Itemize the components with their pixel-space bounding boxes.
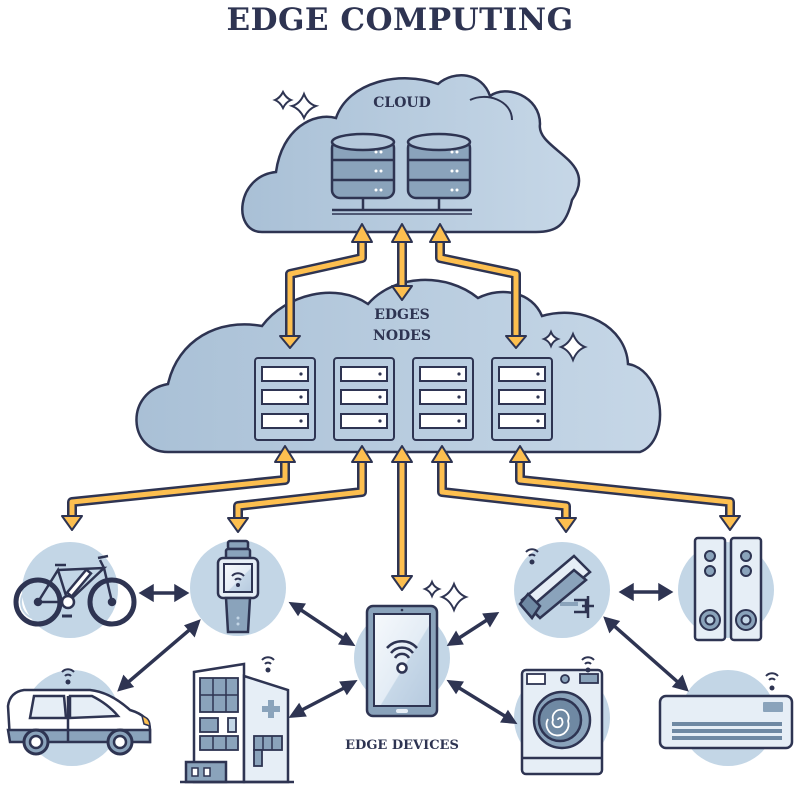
edge-nodes-cloud-shape: [135, 278, 662, 454]
arrowhead-down: [391, 285, 413, 301]
edge-nodes-tier: [135, 278, 662, 454]
diagram-title: EDGE COMPUTING: [226, 2, 574, 38]
tablet-icon: [365, 604, 439, 718]
database-server-1: [330, 132, 396, 200]
sparkle-icons: [272, 89, 588, 613]
server-rack-1: [254, 357, 316, 441]
smartwatch-icon: [216, 539, 260, 634]
yellow-arrow-bicycle: [69, 455, 288, 520]
speakers-icon: [693, 536, 763, 642]
hospital-building-icon: [180, 656, 294, 784]
yellow-arrow-smartwatch: [235, 455, 365, 522]
cloud-label: CLOUD: [373, 95, 431, 111]
network-bus: [332, 198, 472, 215]
yellow-arrow-left: [285, 227, 367, 345]
sparkle-icon: [272, 89, 294, 111]
arrowhead-down: [505, 335, 527, 349]
server-rack-2: [333, 357, 395, 441]
database-server-2: [406, 132, 472, 200]
yellow-arrow-right: [435, 227, 521, 345]
device-arrow-heads: [61, 445, 741, 591]
server-rack-3: [412, 357, 474, 441]
edge-nodes-label-line2: NODES: [373, 328, 431, 344]
edge-nodes-label-line1: EDGES: [374, 307, 430, 323]
yellow-arrow-camera: [439, 455, 569, 522]
sparkle-icon: [558, 331, 588, 363]
edge-devices-label: EDGE DEVICES: [345, 738, 459, 753]
cloud-arrow-heads: [279, 223, 527, 349]
yellow-arrow-speakers: [517, 455, 733, 520]
air-conditioner-icon: [658, 672, 794, 750]
sparkle-icon: [541, 329, 561, 349]
edge-node-racks: [254, 357, 553, 441]
arrowhead-up: [351, 223, 373, 243]
sparkle-icon: [288, 91, 320, 121]
bicycle-icon: [13, 554, 137, 627]
server-rack-4: [491, 357, 553, 441]
washing-machine-icon: [520, 656, 604, 776]
arrowhead-up: [391, 223, 413, 243]
arrowhead-up: [429, 223, 451, 243]
nodes-to-devices-arrows: [67, 455, 735, 580]
cloud-databases: [330, 132, 472, 215]
sparkle-icon: [422, 579, 442, 599]
security-camera-icon: [518, 548, 594, 621]
device-links: [117, 582, 689, 725]
sparkle-icon: [439, 581, 469, 613]
arrowhead-down: [279, 335, 301, 349]
car-icon: [6, 668, 152, 756]
rack-leds: [299, 372, 540, 423]
